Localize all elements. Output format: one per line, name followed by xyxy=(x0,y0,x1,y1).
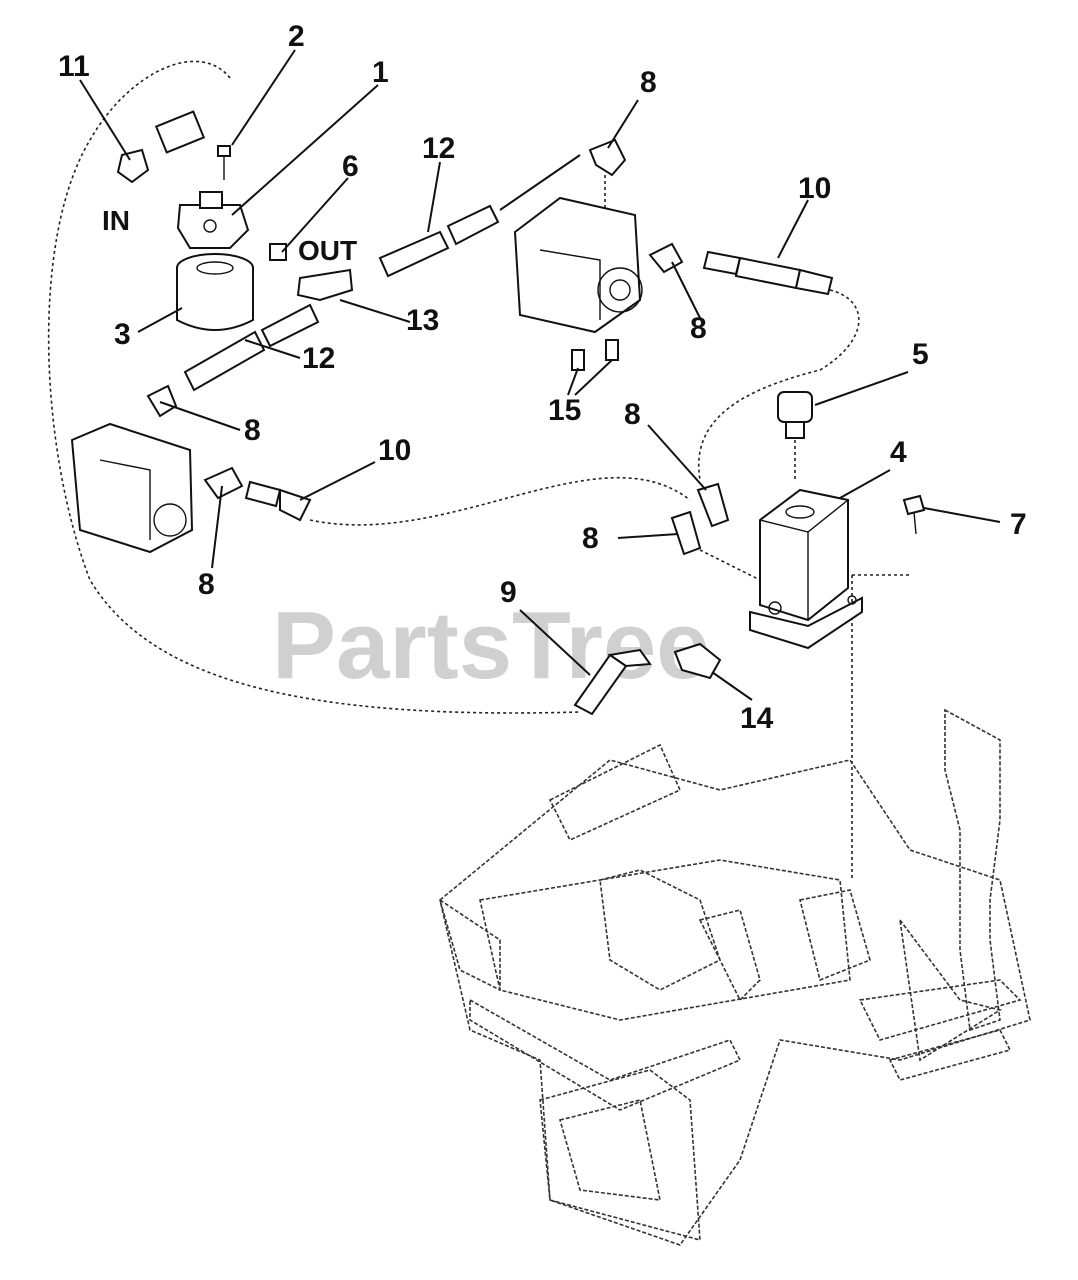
callout-8-tank-upper: 8 xyxy=(624,398,641,431)
mower-frame xyxy=(438,708,1031,1246)
elbow-fitting-14 xyxy=(673,642,722,680)
lower-hydraulic-pump xyxy=(70,422,194,554)
callout-8-lower-left: 8 xyxy=(244,414,261,447)
upper-hydraulic-pump xyxy=(513,196,643,334)
callout-4: 4 xyxy=(890,436,907,469)
callout-11: 11 xyxy=(58,50,90,83)
callout-2: 2 xyxy=(288,20,305,53)
callout-6: 6 xyxy=(342,150,359,183)
callout-8-tank-lower: 8 xyxy=(582,522,599,555)
hose-10-upper xyxy=(702,250,834,296)
callout-10-lower: 10 xyxy=(378,434,411,467)
callout-8-top: 8 xyxy=(640,66,657,99)
callout-13: 13 xyxy=(406,304,439,337)
fitting-to-tank-line xyxy=(699,549,761,581)
callout-15: 15 xyxy=(548,394,581,427)
elbow-fitting-8-lower-right xyxy=(203,466,244,500)
watermark: PartsTree TM xyxy=(272,592,795,699)
callout-12-upper: 12 xyxy=(422,132,455,165)
callout-14: 14 xyxy=(740,702,774,735)
hose-12-lower xyxy=(183,303,320,392)
pump-to-tank-hose-path xyxy=(697,289,860,481)
return-hose-path xyxy=(47,60,581,714)
filler-cap-5 xyxy=(777,391,813,439)
hydraulic-tank xyxy=(749,488,863,650)
elbow-fitting-8-top xyxy=(588,138,627,177)
watermark-text: PartsTree xyxy=(272,592,710,699)
elbow-fitting-8-lower-left xyxy=(146,384,178,418)
callout-7: 7 xyxy=(1010,508,1027,541)
elbow-fitting-8-tank-lower xyxy=(670,510,702,556)
elbow-fitting-8-pump xyxy=(648,242,684,274)
bolt-2 xyxy=(217,145,231,180)
filter-head xyxy=(176,191,250,249)
hose-10-lower xyxy=(244,480,312,522)
fitting-11 xyxy=(116,110,206,184)
callout-12-lower: 12 xyxy=(302,342,335,375)
case-drain-hose-path xyxy=(309,476,691,526)
callout-8-pump: 8 xyxy=(690,312,707,345)
label-out: OUT xyxy=(298,235,357,266)
hose-9 xyxy=(573,648,652,716)
callout-10-upper: 10 xyxy=(798,172,831,205)
fittings-15 xyxy=(571,339,619,371)
callout-numbers: 11 2 1 6 3 12 13 12 8 8 10 8 10 8 15 8 8… xyxy=(58,20,1027,735)
bolt-7 xyxy=(902,494,926,535)
callout-5: 5 xyxy=(912,338,929,371)
callout-9: 9 xyxy=(500,576,517,609)
callout-8-lower-right: 8 xyxy=(198,568,215,601)
leader-lines xyxy=(79,49,1001,701)
callout-3: 3 xyxy=(114,318,131,351)
elbow-fitting-8-tank-upper xyxy=(696,482,730,528)
label-in: IN xyxy=(102,205,130,236)
hose-12-upper xyxy=(378,154,581,278)
tee-fitting-13 xyxy=(269,243,354,302)
oil-filter xyxy=(176,253,254,331)
callout-1: 1 xyxy=(372,56,389,89)
